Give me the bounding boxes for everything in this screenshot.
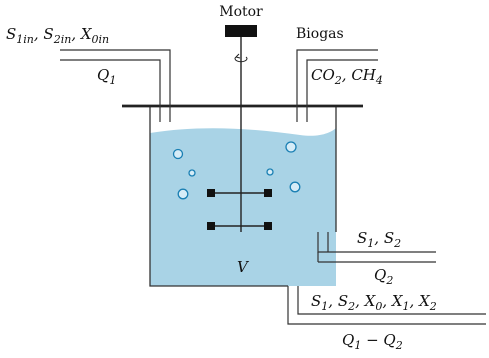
bubble xyxy=(285,141,297,153)
rotation-arrow-head-icon xyxy=(235,53,241,59)
biogas-species-label: CO2, CH4 xyxy=(311,66,383,87)
bubble xyxy=(266,168,274,176)
biogas-pipe-outer xyxy=(296,49,378,122)
impeller-lower-right-blade xyxy=(264,222,272,230)
mid-outflow-species-label: S1, S2 xyxy=(357,229,401,250)
mid-outflow-rate-label: Q2 xyxy=(374,266,393,287)
motor-label: Motor xyxy=(219,4,263,20)
rotation-arrow-icon xyxy=(234,56,248,63)
impeller-upper-left-blade xyxy=(207,189,215,197)
biogas-label: Biogas xyxy=(296,26,344,42)
bubble xyxy=(289,181,301,193)
bottom-outflow-species-label: S1, S2, X0, X1, X2 xyxy=(311,292,437,313)
bubble xyxy=(172,148,184,160)
bottom-outflow-pipe-inner xyxy=(297,286,486,315)
mid-outflow-pipe-bottom xyxy=(317,252,436,263)
inflow-pipe-inner xyxy=(60,59,161,122)
volume-label: V xyxy=(237,258,250,276)
bubble xyxy=(177,188,189,200)
bottom-outflow-pipe-outer xyxy=(287,286,486,325)
liquid xyxy=(150,128,336,286)
tank-wall xyxy=(149,107,288,287)
impeller-lower-left-blade xyxy=(207,222,215,230)
biogas-pipe-inner xyxy=(306,59,378,122)
impeller-upper-right-blade xyxy=(264,189,272,197)
bottom-outflow-rate-label: Q1 − Q2 xyxy=(342,331,403,352)
mid-outflow-pipe-outer xyxy=(327,232,329,252)
inflow-pipe-outer xyxy=(60,49,171,122)
bubble xyxy=(188,169,196,177)
inflow-species-label: S1in, S2in, X0in xyxy=(6,25,109,46)
motor-block xyxy=(225,25,257,37)
inflow-rate-label: Q1 xyxy=(97,66,116,87)
